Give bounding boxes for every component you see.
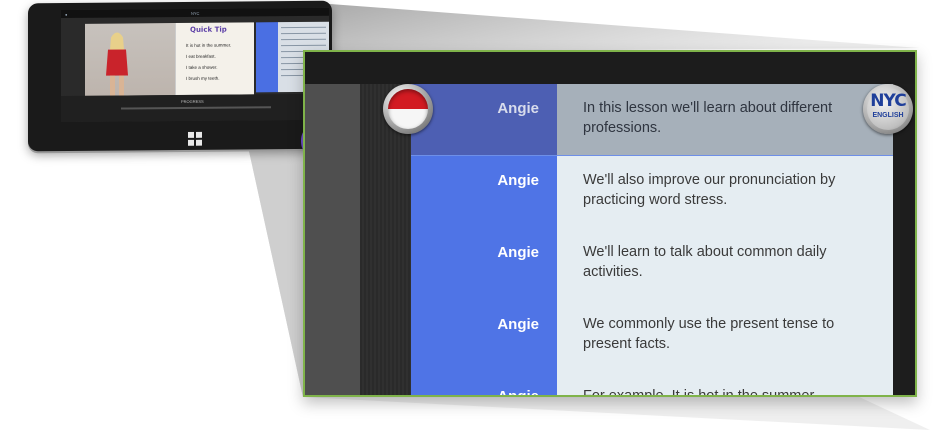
speaker-name: Angie [497, 100, 539, 117]
quick-tip-panel: Quick Tip It is hot in the summer. I eat… [175, 22, 254, 96]
transcript-row[interactable]: Angie In this lesson we'll learn about d… [411, 84, 893, 156]
speaker-name: Angie [497, 388, 539, 397]
line-text: We'll also improve our pronunciation by … [583, 172, 836, 208]
speaker-name: Angie [497, 172, 539, 189]
mini-topbar: ●NYC [61, 7, 329, 19]
line-text: In this lesson we'll learn about differe… [583, 100, 833, 136]
speaker-cell: Angie [411, 300, 557, 372]
quick-tip-line: I take a shower. [186, 64, 218, 70]
zoom-topbar [305, 52, 915, 84]
transcript-row[interactable]: Angie We'll also improve our pronunciati… [411, 156, 893, 228]
logo-subtext: ENGLISH [872, 112, 904, 119]
transcript-row[interactable]: Angie For example, It is hot in the summ… [411, 372, 893, 397]
line-text-cell: In this lesson we'll learn about differe… [557, 84, 893, 156]
tablet-screen: ●NYC Quick Tip It is hot in the summer. … [61, 7, 329, 123]
quick-tip-title: Quick Tip [190, 25, 227, 34]
language-flag-button[interactable] [383, 84, 433, 134]
line-text-cell: We'll learn to talk about common daily a… [557, 228, 893, 300]
zoom-left-panel [305, 84, 360, 395]
quick-tip-line: I brush my teeth. [186, 75, 220, 81]
line-text-cell: We commonly use the present tense to pre… [557, 300, 893, 372]
zoom-right-edge [893, 84, 915, 395]
line-text: We commonly use the present tense to pre… [583, 316, 835, 352]
line-text: For example, It is hot in the summer. [583, 388, 818, 397]
quick-tip-line: It is hot in the summer. [186, 42, 232, 48]
presenter-figure [106, 32, 128, 96]
mini-progress-bar[interactable] [121, 106, 271, 110]
nyc-english-logo: NYC ENGLISH [863, 84, 913, 134]
mini-speaker-column [256, 22, 278, 93]
transcript-row[interactable]: Angie We'll learn to talk about common d… [411, 228, 893, 300]
zoom-gap-panel [360, 84, 411, 395]
speaker-name: Angie [497, 244, 539, 261]
line-text: We'll learn to talk about common daily a… [583, 244, 827, 280]
logo-disc [867, 88, 909, 130]
speaker-cell: Angie [411, 228, 557, 300]
transcript-list[interactable]: Angie In this lesson we'll learn about d… [411, 84, 893, 397]
speaker-name: Angie [497, 316, 539, 333]
quick-tip-line: I eat breakfast. [186, 53, 216, 59]
windows-logo-icon[interactable] [188, 131, 202, 146]
flag-icon [388, 89, 428, 129]
mini-progress-bar-area: PROGRESS [61, 93, 329, 123]
speaker-cell: Angie [411, 156, 557, 228]
speaker-cell: Angie [411, 84, 557, 156]
zoomed-transcript-panel: Angie In this lesson we'll learn about d… [303, 50, 917, 397]
logo-text: NYC [870, 91, 906, 111]
line-text-cell: For example, It is hot in the summer. [557, 372, 893, 397]
tablet-device: ●NYC Quick Tip It is hot in the summer. … [28, 0, 332, 152]
line-text-cell: We'll also improve our pronunciation by … [557, 156, 893, 228]
speaker-cell: Angie [411, 372, 557, 397]
progress-label: PROGRESS [181, 98, 204, 104]
transcript-row[interactable]: Angie We commonly use the present tense … [411, 300, 893, 372]
